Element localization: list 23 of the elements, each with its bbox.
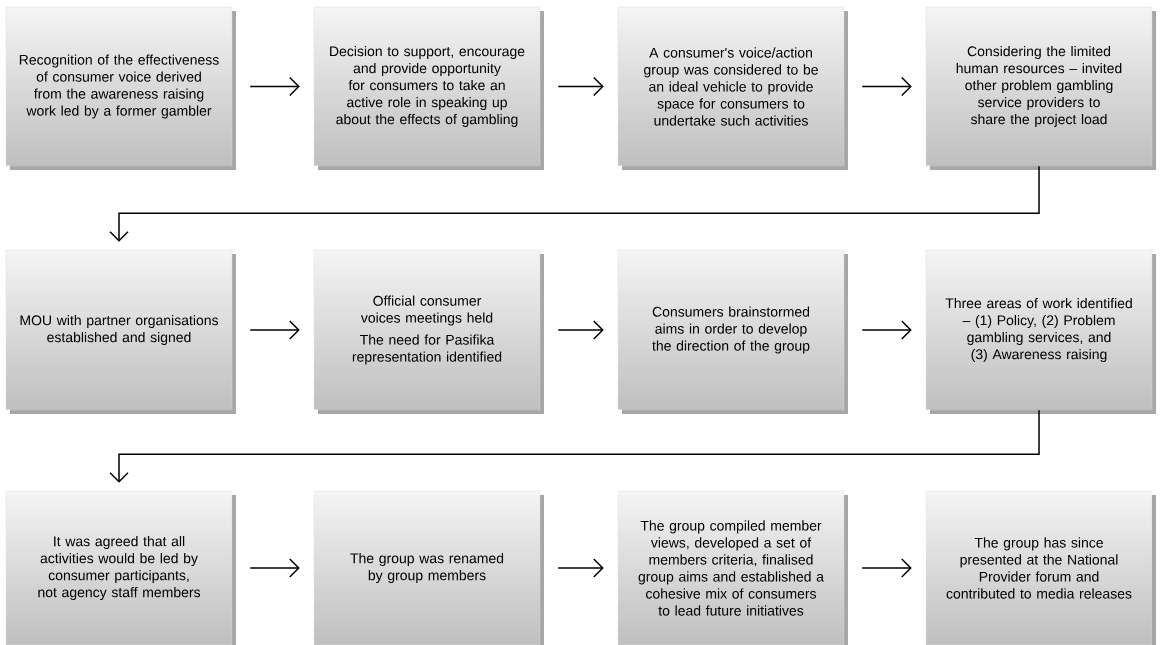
arrow	[861, 76, 912, 97]
arrow	[557, 320, 604, 340]
arrow	[861, 558, 912, 578]
process-box: Considering the limited human resources – invited other problem gambling service providers to share the project load	[925, 6, 1156, 170]
process-box: The group was renamed by group members	[313, 490, 544, 645]
process-box: Decision to support, encourage and provide opportunity for consumers to take an active role in speaking up about the effects of gambling	[313, 6, 544, 170]
process-box: It was agreed that all activities would be led by consumer participants, not agency staff members	[5, 490, 236, 645]
process-box: The group compiled member views, developed a set of members criteria, finalised group aims and established a cohesive mix of consumers to lead future initiatives	[617, 490, 848, 645]
arrow	[109, 409, 1040, 483]
process-box: MOU with partner organisations established and signed	[5, 249, 236, 414]
arrow	[861, 320, 912, 340]
process-box: Recognition of the effectiveness of consumer voice derived from the awareness raising work led by a former gambler	[5, 6, 236, 170]
process-box: The group has since presented at the National Provider forum and contributed to media releases	[925, 490, 1156, 645]
arrow	[249, 320, 300, 340]
process-box: Consumers brainstormed aims in order to develop the direction of the group	[617, 249, 848, 414]
arrow	[109, 165, 1040, 242]
process-box: Official consumer voices meetings held The need for Pasifika representation identified	[313, 249, 544, 414]
arrow	[557, 76, 604, 97]
arrow	[249, 558, 300, 578]
arrow	[557, 558, 604, 578]
arrow	[249, 76, 300, 97]
process-box: A consumer's voice/action group was considered to be an ideal vehicle to provide space for consumers to undertake such activities	[617, 6, 848, 170]
process-box: Three areas of work identified – (1) Policy, (2) Problem gambling services, and (3) Awareness raising	[925, 249, 1156, 414]
